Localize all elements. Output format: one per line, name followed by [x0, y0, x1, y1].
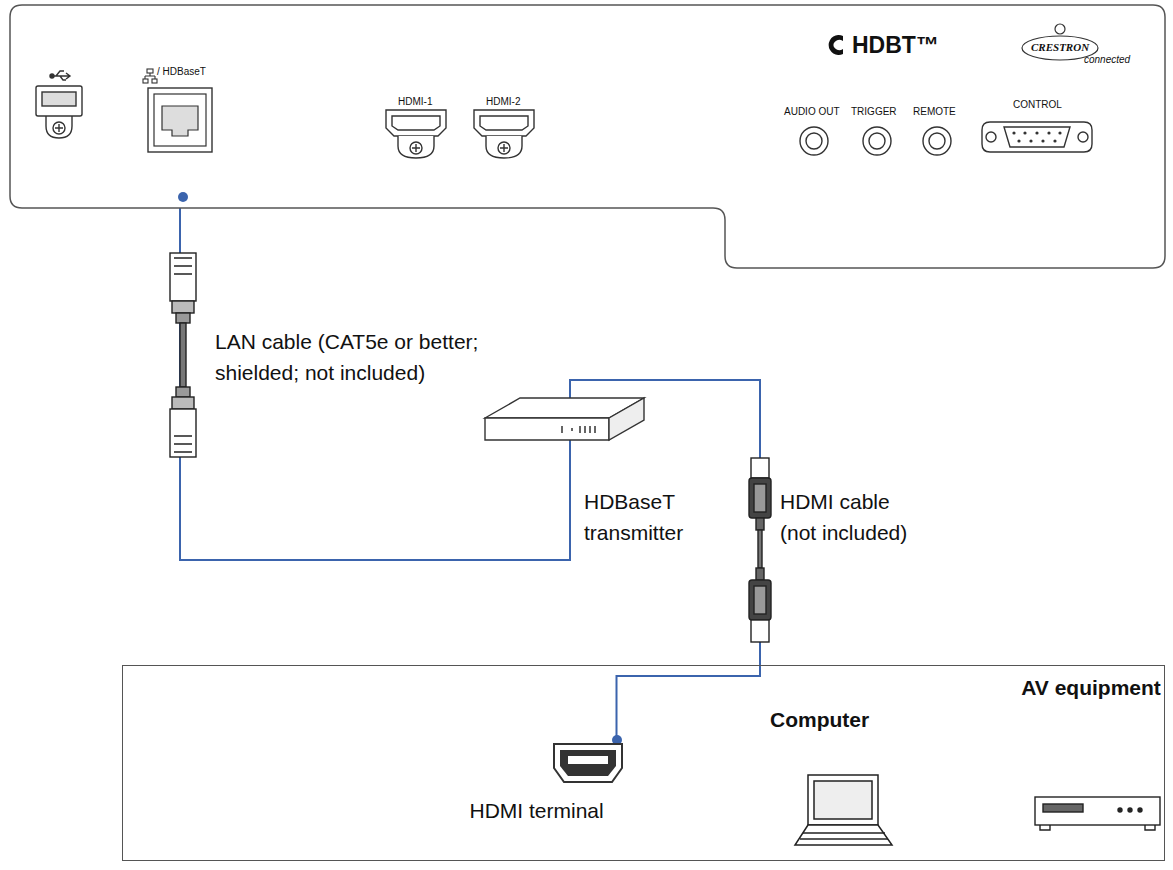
panel-label: TRIGGER [851, 106, 897, 118]
node-text: AV equipment [1021, 671, 1161, 704]
lan-cable [170, 253, 196, 457]
panel-label: connected [1084, 54, 1130, 66]
laptop-icon [795, 775, 892, 845]
hdmi-terminal-shape [548, 738, 628, 790]
cable-label: LAN cable (CAT5e or better; shielded; no… [215, 326, 515, 388]
network-icon [143, 69, 157, 83]
panel-label: REMOTE [913, 106, 956, 118]
node-text: HDMI terminal [470, 798, 604, 823]
node-text: HDBaseT transmitter [584, 486, 744, 548]
control-port [982, 122, 1092, 152]
hdbaset-port: / HDBaseT [140, 66, 220, 154]
hdbaset-port-shape [140, 66, 220, 154]
hdmi-cable [749, 458, 771, 642]
panel-label: HDBT™ [852, 31, 939, 59]
crestron-logo-mark [1055, 24, 1065, 34]
panel-label: CONTROL [1013, 99, 1062, 111]
cable-label: HDMI cable (not included) [780, 486, 930, 548]
panel-label: HDMI-1 [398, 96, 432, 108]
node-text: Computer [770, 707, 869, 732]
hdmi-port [474, 110, 534, 158]
hdmi-terminal: HDMI terminal [548, 738, 628, 790]
hdbaset-transmitter-shape [484, 396, 646, 458]
panel-label: CRESTRON [1031, 41, 1089, 54]
source-devices-box: Computer AV equipmentHDMI terminal [122, 665, 1165, 861]
node-text: / HDBaseT [157, 66, 206, 78]
jack [800, 127, 951, 155]
projector-panel [10, 5, 1165, 268]
hdbaset-transmitter: HDBaseT transmitter [484, 396, 646, 458]
cable-line [180, 154, 570, 560]
hdbt-logo-mark [829, 35, 843, 55]
hdmi-port [386, 110, 446, 158]
panel-label: HDMI-2 [486, 96, 520, 108]
usb-port [36, 71, 82, 138]
panel-label: AUDIO OUT [784, 106, 840, 118]
av-equipment-icon [1035, 797, 1160, 830]
connection-dot [178, 192, 188, 202]
